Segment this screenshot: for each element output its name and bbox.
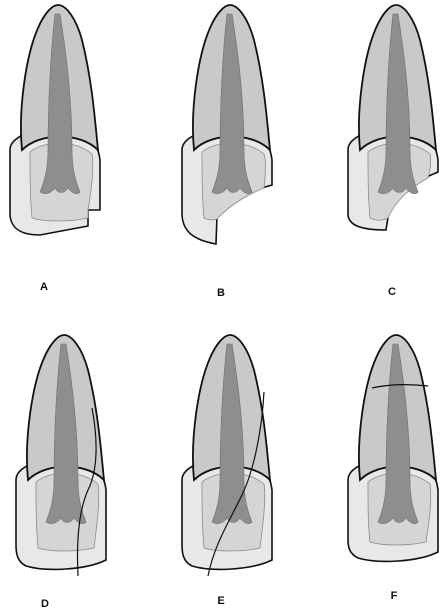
panel-label-e: E xyxy=(217,595,224,607)
panel-label-f: F xyxy=(391,590,398,602)
panel-label-c: C xyxy=(388,286,396,298)
tooth-a xyxy=(10,5,100,235)
tooth-b xyxy=(182,5,272,244)
panel-f xyxy=(348,335,438,561)
tooth-e xyxy=(182,335,272,576)
panel-b xyxy=(182,5,272,244)
tooth-f xyxy=(348,335,438,561)
panel-label-d: D xyxy=(41,598,49,610)
panel-d xyxy=(16,335,106,576)
tooth-c xyxy=(348,5,438,230)
panel-e xyxy=(182,335,272,576)
panel-label-b: B xyxy=(217,287,225,299)
panel-a xyxy=(10,5,100,235)
panel-c xyxy=(348,5,438,230)
tooth-d xyxy=(16,335,106,576)
panel-label-a: A xyxy=(40,281,48,293)
